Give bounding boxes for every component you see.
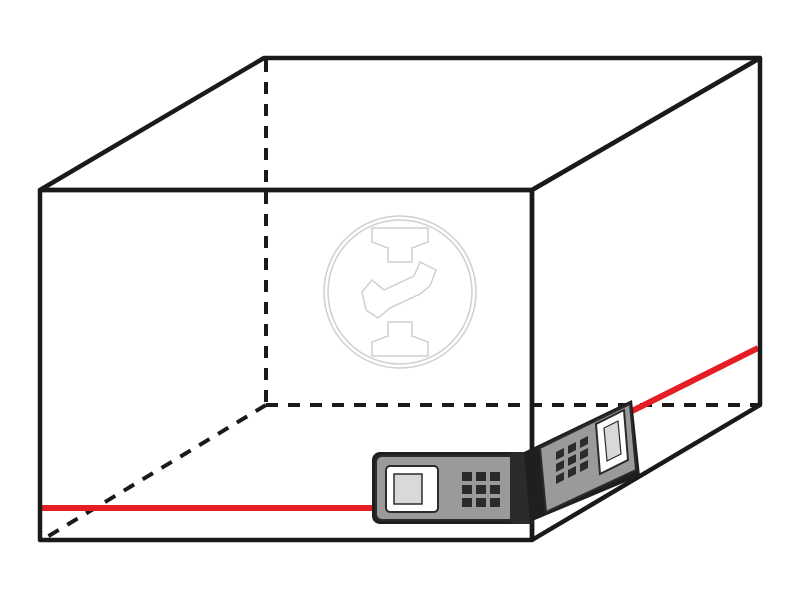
laser-line-side — [628, 345, 760, 415]
keypad — [462, 472, 500, 507]
keypad-side — [556, 436, 588, 484]
right-face — [529, 55, 763, 543]
box-outline — [37, 55, 763, 543]
circular-logo-icon — [323, 215, 477, 369]
hidden-edges — [40, 60, 758, 542]
device-front — [372, 452, 534, 524]
device-side — [524, 400, 640, 522]
laser-lines — [42, 345, 760, 511]
laser-distance-meter-icon — [372, 400, 640, 524]
